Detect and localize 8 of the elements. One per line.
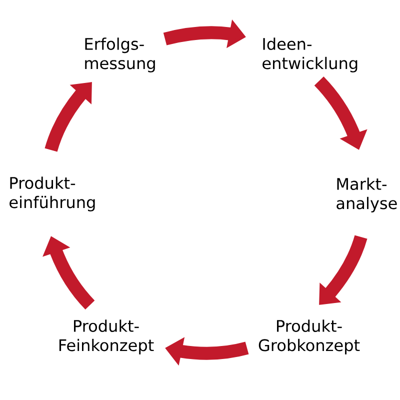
step-label: Produkt- Feinkonzept [59,320,154,354]
curved-arrow [319,235,368,305]
step-label: Ideen- entwicklung [262,38,358,72]
step-label: Erfolgs- messung [85,38,155,72]
step-label: Markt- analyse [336,178,397,212]
step-label: Produkt- einführung [10,176,95,212]
curved-arrow [44,82,92,152]
step-label: Produkt- Grobkonzept [258,320,360,354]
